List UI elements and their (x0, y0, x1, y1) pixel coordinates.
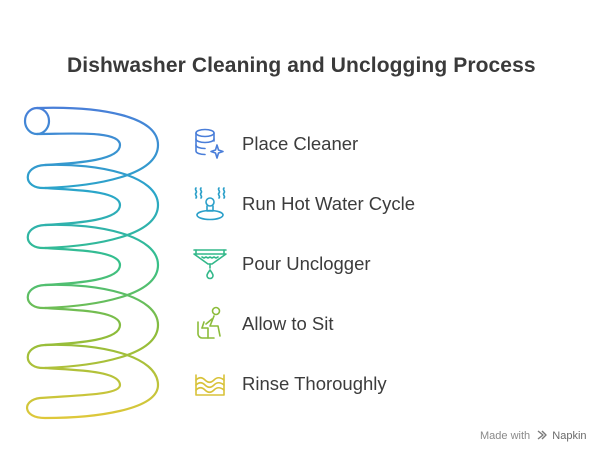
footer-brand: Napkin (552, 430, 587, 442)
step-run-hot-water-cycle: Run Hot Water Cycle (190, 184, 490, 224)
step-label: Place Cleaner (242, 133, 359, 154)
coil-segment (26, 283, 160, 370)
steam-faucet-icon (194, 187, 226, 221)
step-allow-to-sit: Allow to Sit (190, 304, 490, 344)
coil-segment (26, 106, 160, 190)
coil-segment (26, 223, 160, 310)
step-rinse-thoroughly: Rinse Thoroughly (190, 364, 490, 404)
person-sitting-icon (197, 306, 221, 339)
step-pour-unclogger: Pour Unclogger (190, 244, 490, 284)
step-place-cleaner: Place Cleaner (190, 124, 490, 164)
napkin-logo-icon (537, 430, 547, 440)
coil-end-cap (23, 106, 51, 136)
made-with-napkin-badge[interactable]: Made with Napkin (480, 430, 587, 442)
database-sparkle-icon (195, 128, 224, 159)
step-label: Pour Unclogger (242, 253, 371, 274)
step-label: Allow to Sit (242, 313, 334, 334)
page-title: Dishwasher Cleaning and Unclogging Proce… (67, 54, 536, 77)
step-label: Run Hot Water Cycle (242, 193, 416, 214)
water-waves-icon (195, 374, 225, 396)
footer-prefix: Made with (480, 430, 531, 442)
step-label: Rinse Thoroughly (242, 373, 387, 394)
drain-drop-icon (193, 249, 227, 280)
coil-segment (26, 163, 160, 250)
coil-segment (26, 343, 160, 420)
